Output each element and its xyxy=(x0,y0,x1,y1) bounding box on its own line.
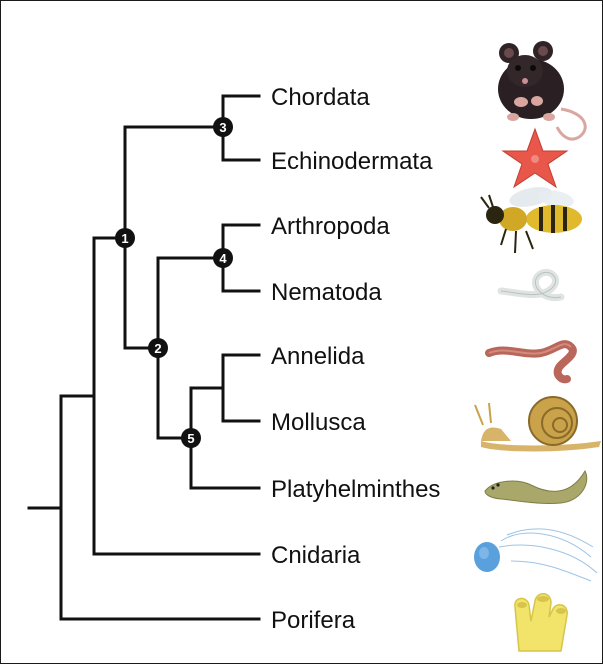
roundworm-icon xyxy=(501,272,561,297)
taxon-label-porifera: Porifera xyxy=(271,607,356,634)
bee-icon xyxy=(481,184,582,253)
snail-icon xyxy=(475,397,601,452)
node-5: 5 xyxy=(181,428,201,448)
flatworm-icon xyxy=(485,471,587,504)
earthworm-icon xyxy=(489,344,573,379)
jellyfish-icon xyxy=(474,529,597,581)
node-2-label: 2 xyxy=(154,341,161,356)
node-2: 2 xyxy=(148,338,168,358)
node-5-label: 5 xyxy=(187,431,194,446)
node-1: 1 xyxy=(115,228,135,248)
starfish-icon xyxy=(503,129,567,187)
taxon-label-arthropoda: Arthropoda xyxy=(271,213,390,240)
node-1-label: 1 xyxy=(121,231,128,246)
node-markers: 1 2 3 4 5 xyxy=(115,117,233,448)
taxon-labels: Chordata Echinodermata Arthropoda Nemato… xyxy=(271,84,440,634)
taxon-label-mollusca: Mollusca xyxy=(271,409,366,436)
node-4-label: 4 xyxy=(219,251,227,266)
taxon-label-platyhelminthes: Platyhelminthes xyxy=(271,476,440,503)
sponge-icon xyxy=(515,594,567,651)
tree-branches xyxy=(29,96,259,619)
animal-illustrations xyxy=(474,41,601,651)
mouse-icon xyxy=(498,41,585,139)
taxon-label-echinodermata: Echinodermata xyxy=(271,148,433,175)
node-3: 3 xyxy=(213,117,233,137)
taxon-label-annelida: Annelida xyxy=(271,343,365,370)
taxon-label-cnidaria: Cnidaria xyxy=(271,542,361,569)
taxon-label-nematoda: Nematoda xyxy=(271,279,382,306)
taxon-label-chordata: Chordata xyxy=(271,84,370,111)
node-4: 4 xyxy=(213,248,233,268)
node-3-label: 3 xyxy=(219,120,226,135)
